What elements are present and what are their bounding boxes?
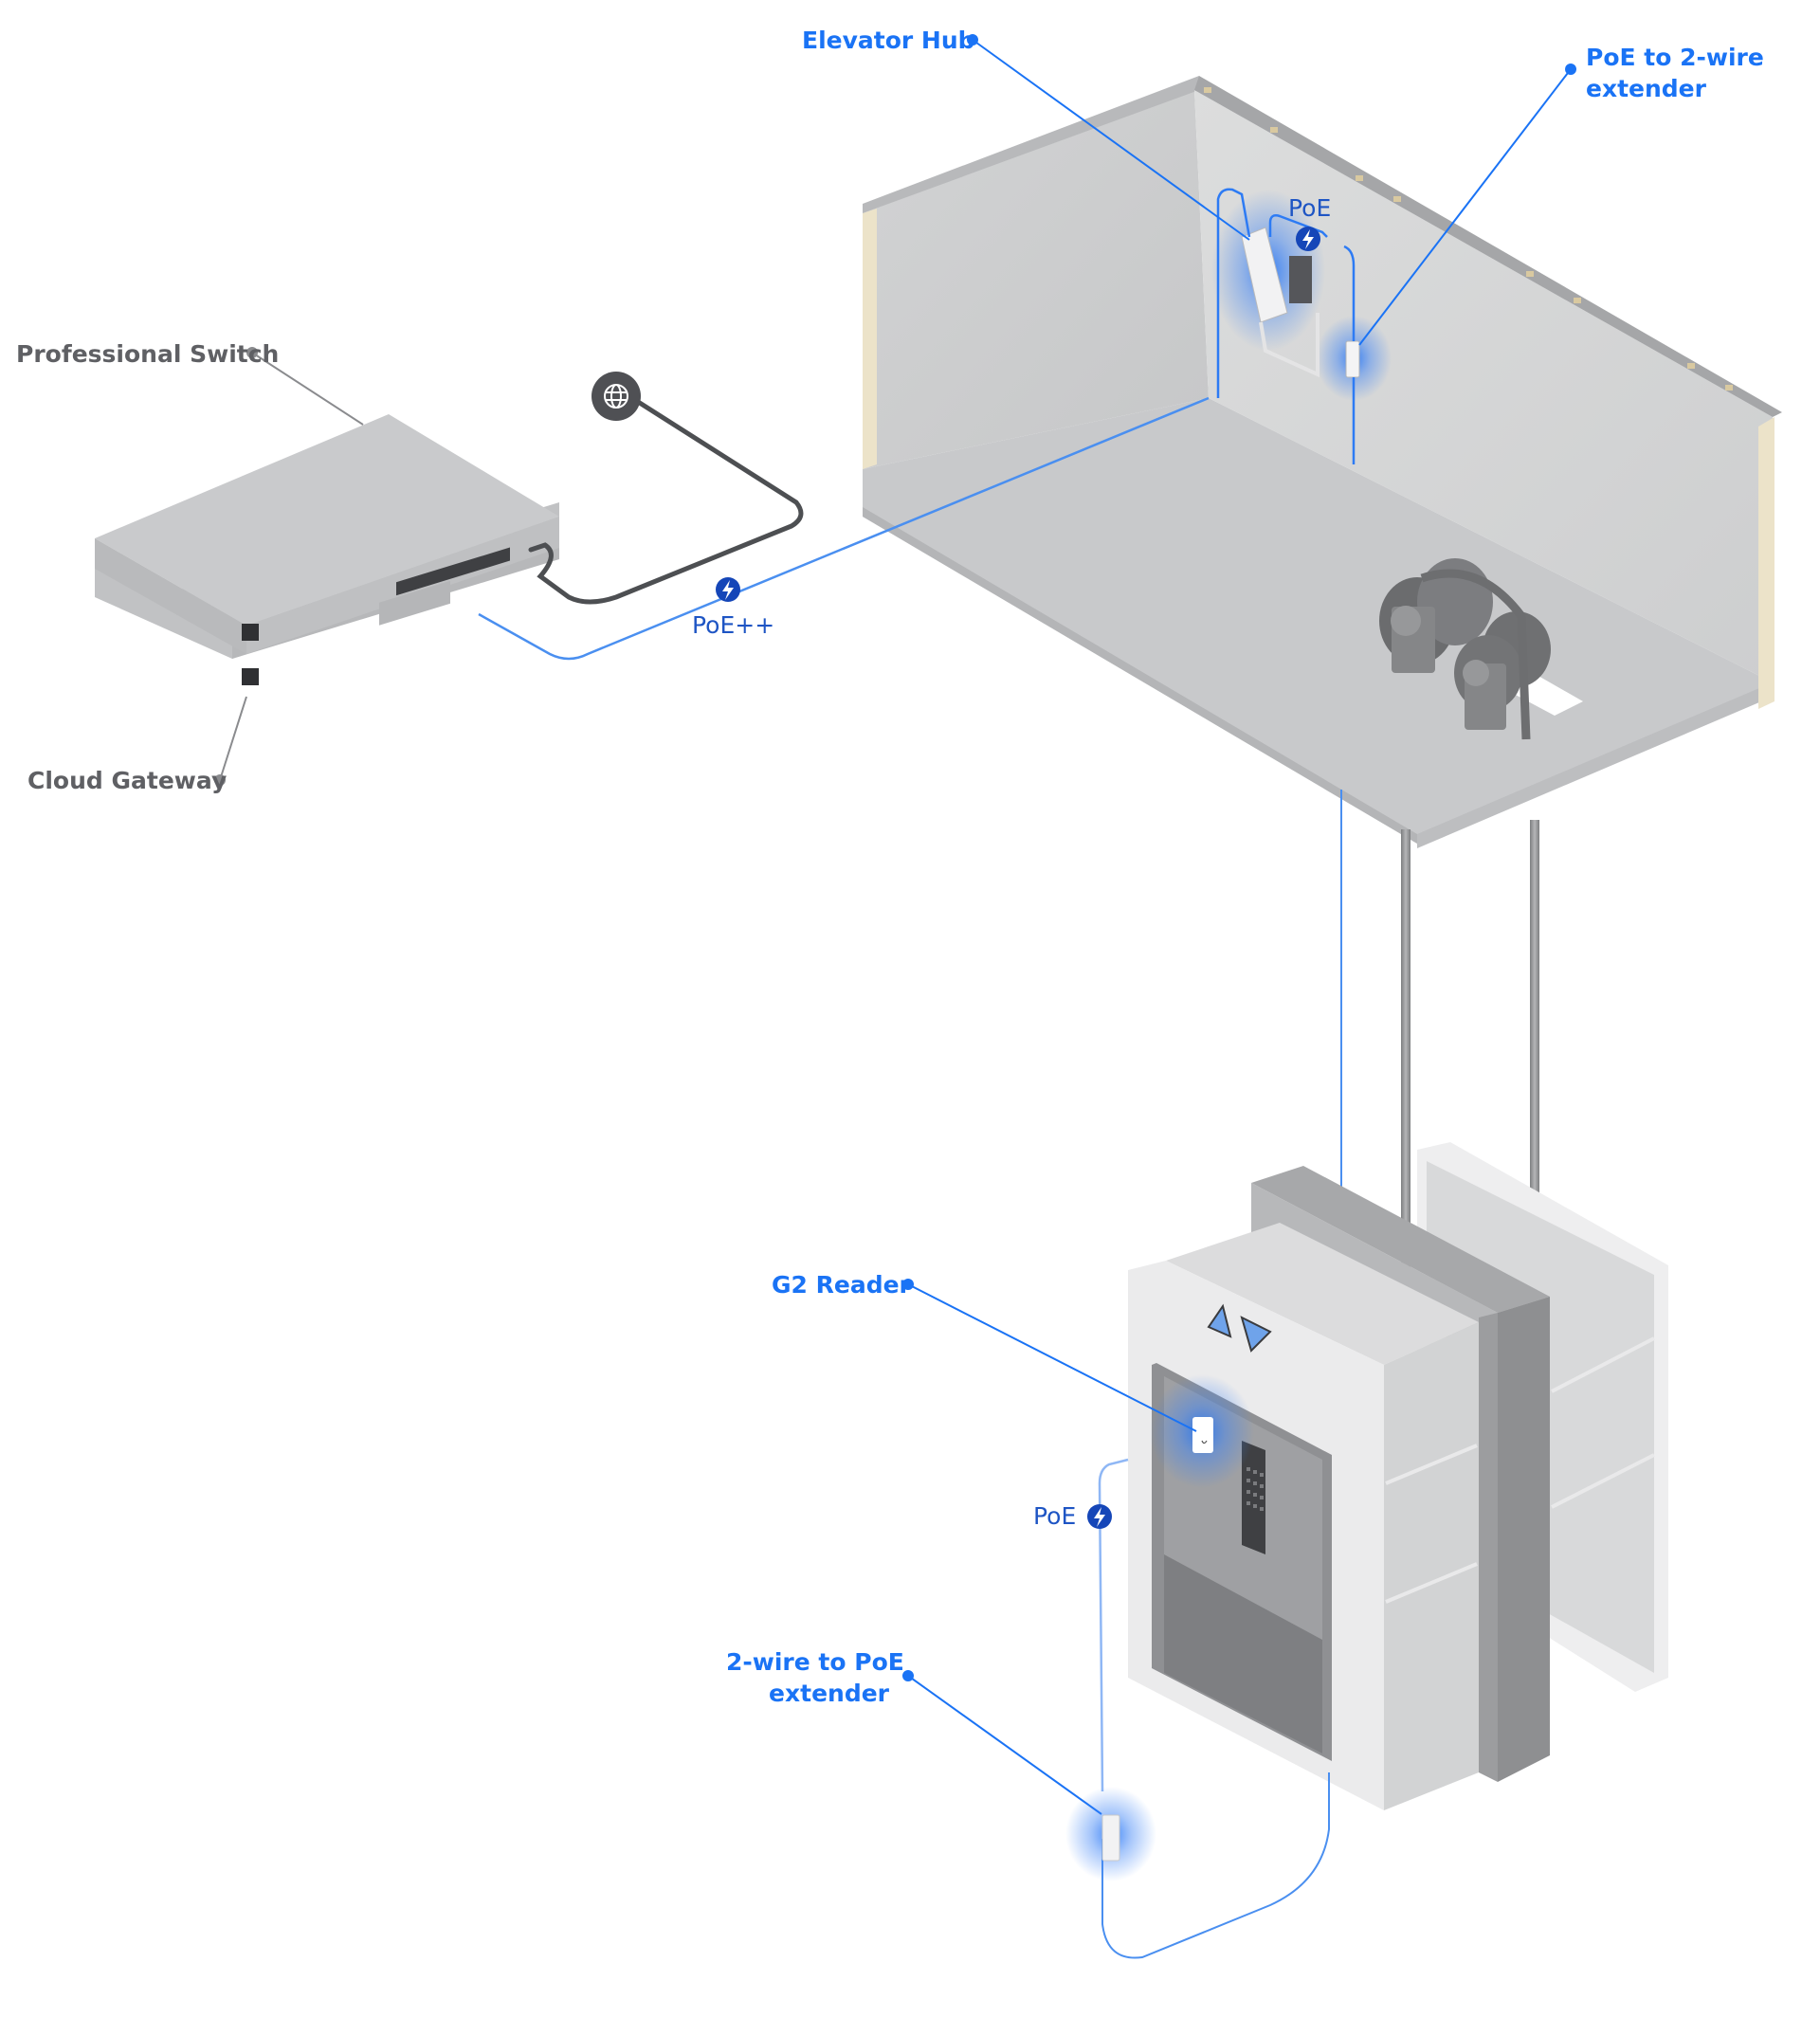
poe-machine-room-label: PoE <box>1288 194 1332 222</box>
label-g2-reader: G2 Reader <box>772 1271 911 1299</box>
poe-plus-plus-cable <box>478 396 1210 661</box>
cabin-poe-cable <box>1098 1458 1129 1792</box>
wall-top-right <box>1194 76 1782 417</box>
power-inlet-switch <box>242 624 259 641</box>
traction-machine <box>1379 558 1583 740</box>
hoist-cables <box>1401 820 1539 1270</box>
triangle-up-icon <box>1207 1303 1232 1338</box>
globe-icon <box>604 384 628 409</box>
keypad-buttons <box>1247 1467 1264 1511</box>
g2-reader-device <box>1150 1374 1254 1488</box>
internet-cable <box>528 384 804 605</box>
label-line-1: PoE to 2-wire <box>1586 44 1764 71</box>
elevator-cabin <box>1128 1142 1668 1810</box>
label-poe-to-2wire-extender: PoE to 2-wire extender <box>1586 42 1764 104</box>
poe-plus-plus-badge <box>716 577 740 602</box>
crosshead-beam <box>1251 1166 1550 1313</box>
hub-low-voltage-wire <box>1259 313 1320 378</box>
gateway-bay <box>379 580 450 626</box>
poe-plus-plus-label: PoE++ <box>692 611 775 639</box>
cabin-side <box>1384 1322 1479 1810</box>
triangle-down-icon <box>1240 1316 1272 1353</box>
leader-poe-to-2wire <box>1358 68 1572 346</box>
switch-top <box>95 414 559 626</box>
label-2wire-to-poe-extender: 2-wire to PoE extender <box>726 1646 904 1709</box>
professional-switch-device <box>95 538 246 654</box>
cabin-side-rails <box>1385 1336 1655 1604</box>
switch-ports <box>396 547 510 596</box>
machine-room-floor-edge <box>863 507 1417 844</box>
poe-cabin-label: PoE <box>1033 1502 1077 1530</box>
leader-cloud-gateway <box>219 696 247 781</box>
label-elevator-hub: Elevator Hub <box>802 27 975 54</box>
machine-room-left-wall <box>863 90 1209 469</box>
label-professional-switch: Professional Switch <box>16 340 280 368</box>
lightning-bolt-icon <box>1094 1507 1105 1527</box>
machine-room-right-wall <box>1194 90 1773 682</box>
machine-room <box>863 76 1782 848</box>
poe-machine-room-badge <box>1296 227 1320 251</box>
wall-top-left <box>863 76 1199 213</box>
leader-g2-reader <box>907 1283 1197 1432</box>
poe-cabin-badge <box>1087 1504 1112 1529</box>
elevator-hub-device <box>1211 190 1325 351</box>
lightning-bolt-icon <box>1302 229 1314 249</box>
leader-elevator-hub <box>972 39 1250 241</box>
internet-node <box>592 372 641 421</box>
machine-room-floor <box>863 398 1773 844</box>
leader-professional-switch <box>251 352 364 426</box>
panel-module <box>1289 256 1312 303</box>
label-line-2: extender <box>1586 75 1706 102</box>
floor-edge-right <box>1417 682 1773 848</box>
wall-edge <box>863 209 877 469</box>
wall-top-blocks <box>1204 87 1733 391</box>
power-inlet-gateway <box>242 668 259 685</box>
label-cloud-gateway: Cloud Gateway <box>27 767 228 794</box>
network-rack <box>95 414 559 685</box>
label-line-1: 2-wire to PoE <box>726 1648 904 1676</box>
leader-2wire-to-poe <box>907 1675 1102 1815</box>
wall-edge-right <box>1758 417 1774 709</box>
two-wire-to-poe-extender-device <box>1065 1787 1156 1881</box>
hub-wiring <box>1216 188 1356 464</box>
label-line-2: extender <box>769 1680 889 1707</box>
lightning-bolt-icon <box>722 580 734 600</box>
two-wire-cable <box>1101 1772 1330 1959</box>
